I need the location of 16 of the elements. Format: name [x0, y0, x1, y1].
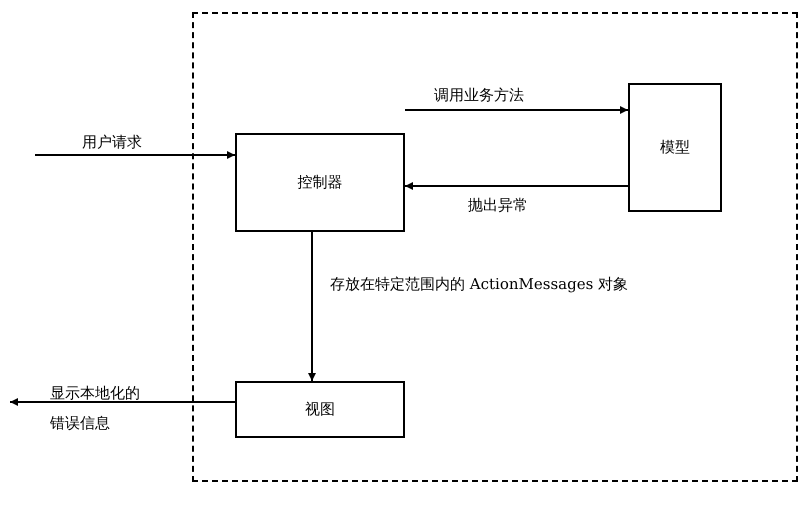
node-label: 控制器 — [298, 173, 342, 192]
node-label: 模型 — [660, 138, 690, 157]
arrow — [405, 106, 628, 114]
process-box — [628, 83, 722, 212]
arrow — [308, 232, 316, 381]
arrow — [10, 398, 235, 406]
arrow — [35, 151, 235, 159]
edge-label: 显示本地化的错误信息 — [49, 383, 141, 434]
edge-label: 存放在特定范围内的 ActionMessages 对象 — [328, 275, 630, 294]
process-box — [235, 381, 405, 438]
edge-label: 用户请求 — [80, 133, 144, 152]
edge-label: 调用业务方法 — [432, 86, 526, 105]
arrow — [405, 182, 628, 190]
boundary-box — [192, 12, 798, 482]
node-label: 视图 — [305, 400, 335, 419]
process-box — [235, 133, 405, 232]
